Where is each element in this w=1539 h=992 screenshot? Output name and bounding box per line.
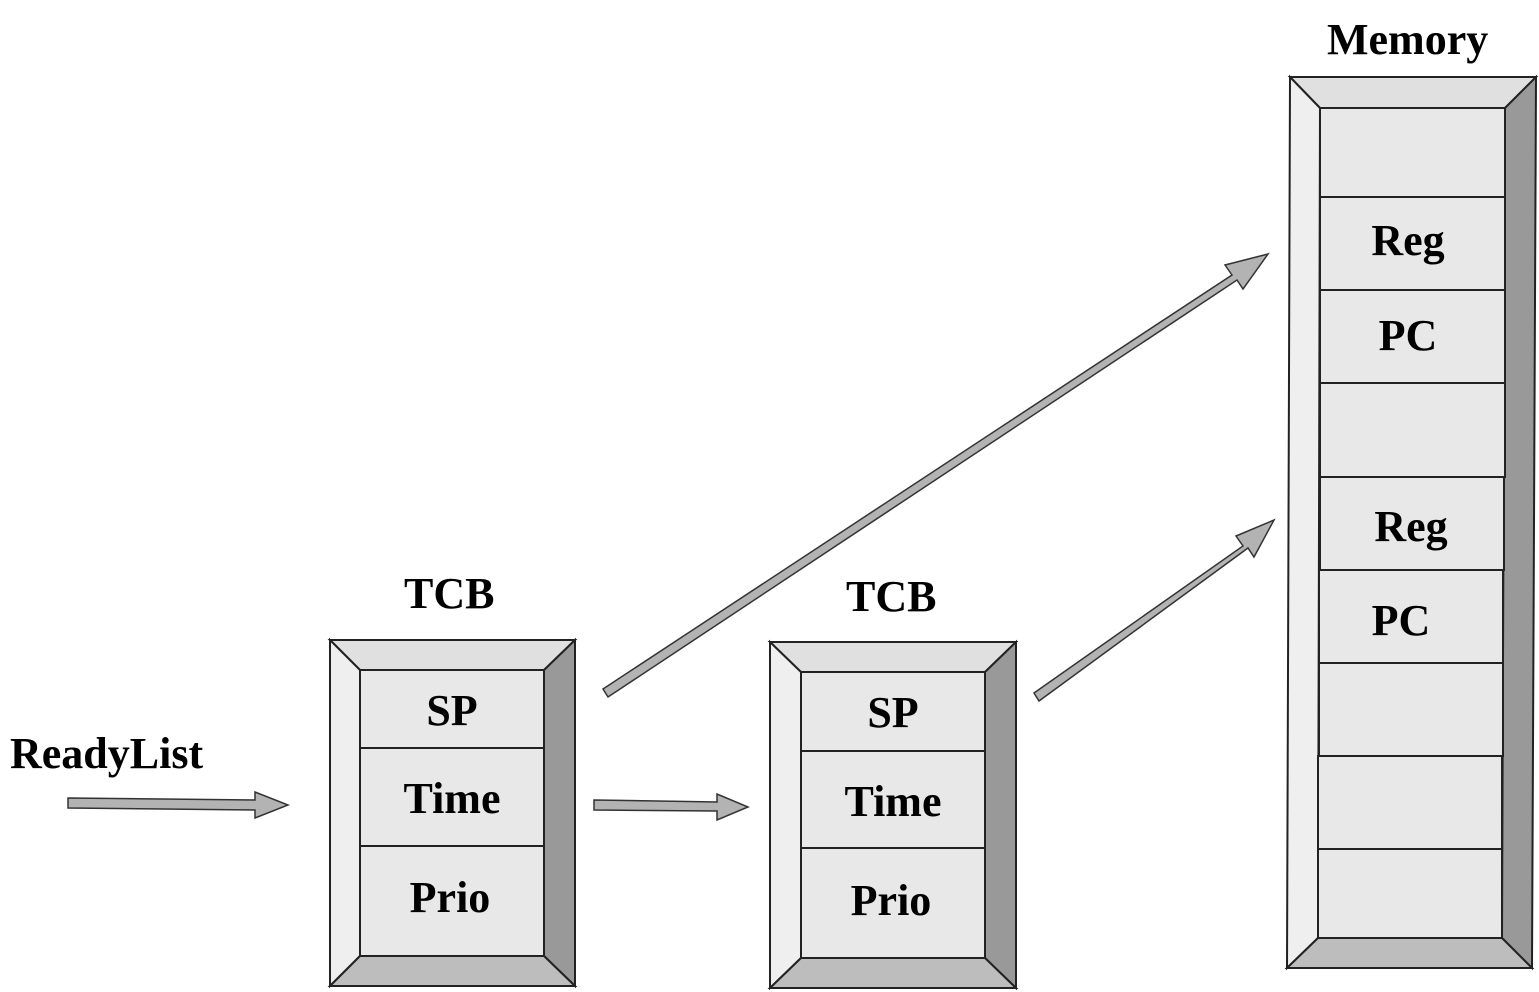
arrow-tcb2-sp-to-memory: [1032, 518, 1276, 703]
memory-box: [1284, 74, 1539, 971]
tcb1-prio-cell: [359, 845, 545, 957]
arrow-readylist-to-tcb1: [67, 790, 291, 820]
tcb2-title: TCB: [846, 572, 937, 621]
memory-cell: [1319, 476, 1505, 571]
tcb-box-1: [327, 637, 578, 989]
memory-cell: [1317, 848, 1503, 939]
tcb2-prio-cell: [800, 847, 986, 959]
memory-cell-reg-1: Reg: [1371, 216, 1445, 265]
tcb1-field-time: Time: [403, 774, 501, 823]
memory-cell: [1319, 107, 1506, 198]
tcb1-title: TCB: [404, 569, 495, 618]
memory-cell-pc-1: PC: [1378, 311, 1438, 360]
tcb1-field-sp: SP: [426, 686, 478, 735]
tcb2-field-prio: Prio: [850, 876, 932, 925]
tcb1-field-prio: Prio: [409, 873, 491, 922]
memory-cell: [1318, 569, 1504, 664]
memory-title: Memory: [1327, 15, 1489, 64]
memory-cell-reg-2: Reg: [1374, 502, 1448, 551]
tcb1-time-cell: [359, 747, 545, 847]
tcb2-field-sp: SP: [867, 688, 919, 737]
readylist-label: ReadyList: [10, 729, 204, 778]
memory-cell-pc-2: PC: [1371, 596, 1431, 645]
tcb2-field-time: Time: [844, 777, 942, 826]
tcb2-time-cell: [800, 750, 986, 849]
tcb2-sp-cell: [800, 671, 986, 752]
arrow-tcb1-to-tcb2: [593, 792, 750, 822]
memory-cell: [1318, 662, 1504, 757]
memory-cell: [1319, 289, 1506, 384]
memory-cell: [1319, 382, 1506, 478]
tcb1-sp-cell: [359, 669, 545, 749]
memory-cell: [1317, 755, 1503, 850]
tcb-box-2: [767, 639, 1019, 991]
arrow-tcb1-sp-to-memory: [601, 252, 1270, 699]
memory-cell: [1319, 196, 1506, 291]
